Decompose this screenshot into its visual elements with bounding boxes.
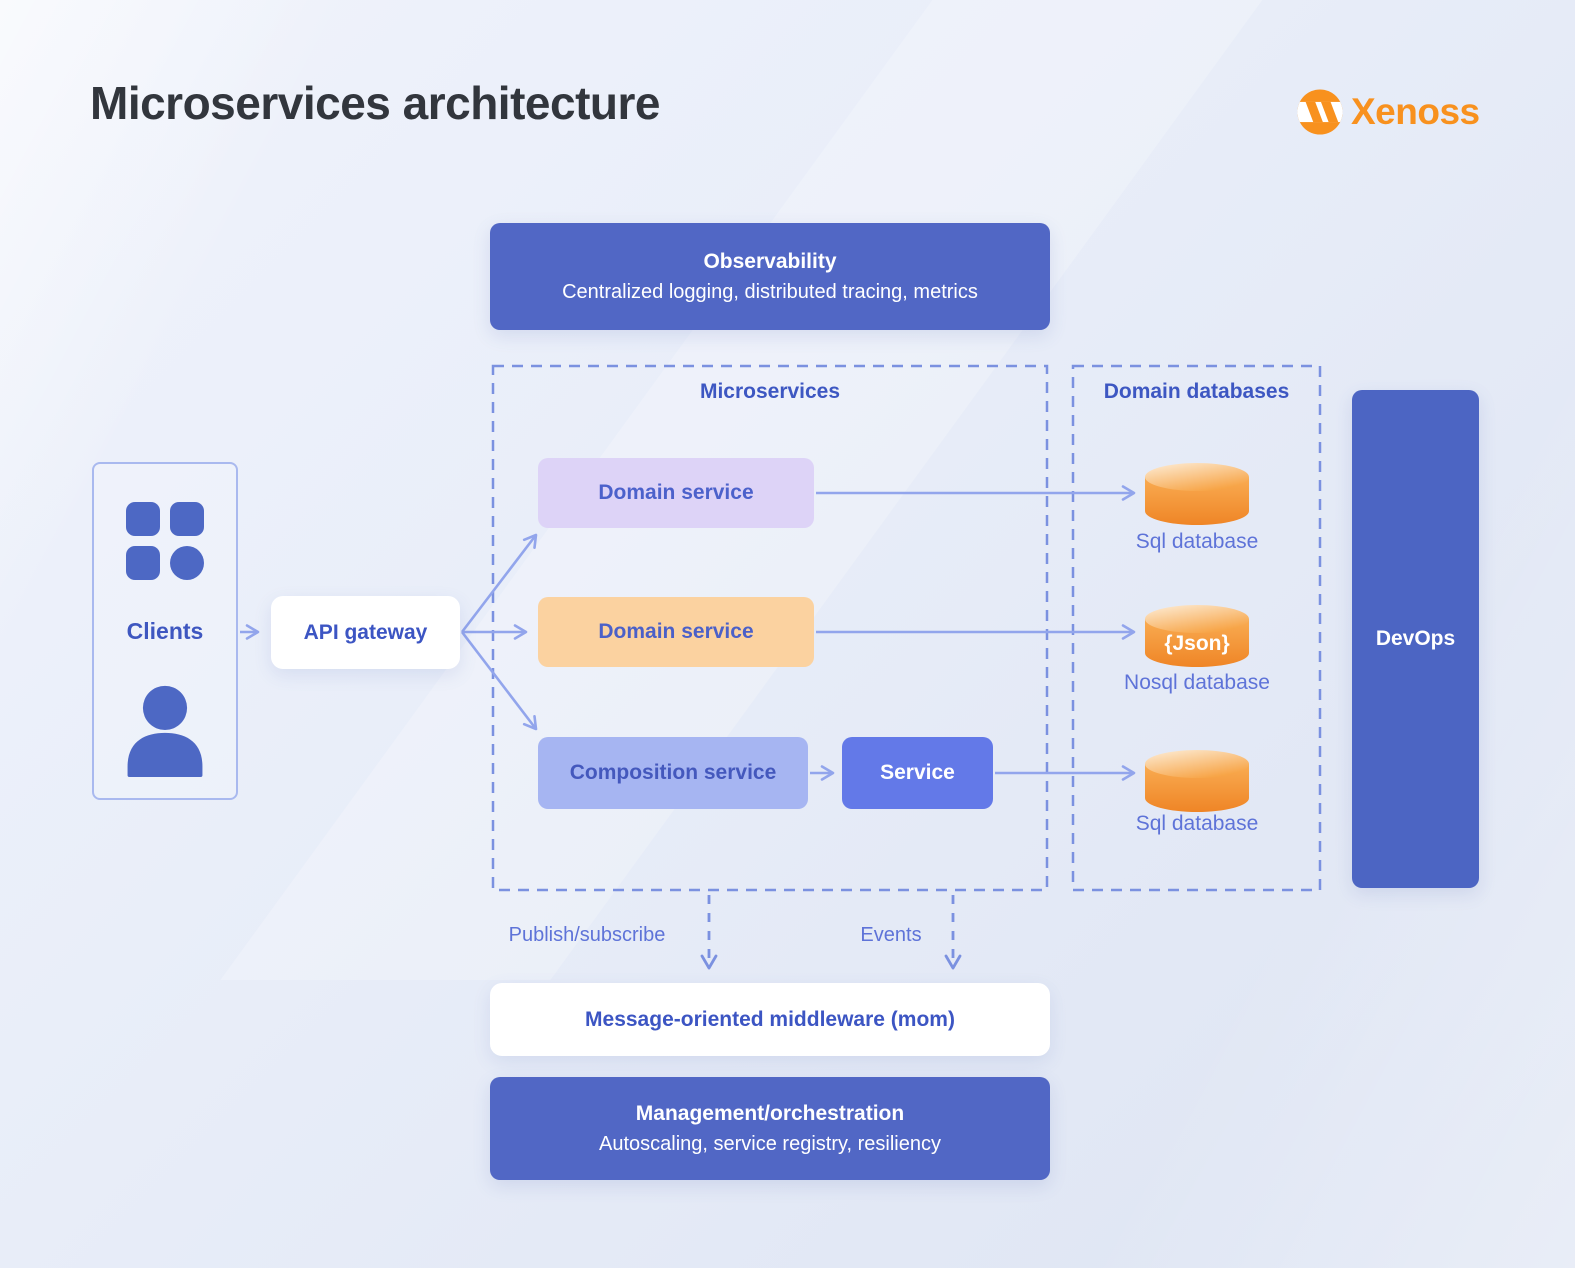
brand-name: Xenoss [1351,91,1480,132]
microservices-group-label: Microservices [699,380,841,403]
sql-database-bottom-icon [1145,750,1249,812]
middleware-label: Message-oriented middleware (mom) [585,1007,955,1031]
sql-database-bottom-label: Sql database [1135,812,1259,835]
clients-label: Clients [126,617,204,644]
brand-logo: Xenoss [1296,88,1480,136]
page-title: Microservices architecture [90,77,660,129]
management-title: Management/orchestration [635,1101,905,1125]
domain-service-mid-node: Domain service [538,597,814,667]
xenoss-logo-icon [1297,89,1343,135]
arrow-gateway-to-composition-service [460,631,538,731]
api-gateway-label: API gateway [303,620,428,644]
nosql-database-label: Nosql database [1124,671,1270,694]
middleware-node: Message-oriented middleware (mom) [490,983,1050,1056]
service-node: Service [842,737,993,809]
devops-panel: DevOps [1352,390,1479,888]
observability-subtitle: Centralized logging, distributed tracing… [562,280,978,303]
observability-title: Observability [703,249,837,273]
composition-service-label: Composition service [569,761,777,784]
domain-service-top-node: Domain service [538,458,814,528]
nosql-database-icon: {Json} [1145,605,1249,667]
arrow-gateway-to-domain-service-top [460,533,538,633]
service-label: Service [880,761,955,784]
api-gateway-node: API gateway [271,596,460,669]
publish-subscribe-label: Publish/subscribe [508,924,666,946]
management-subtitle: Autoscaling, service registry, resilienc… [599,1132,941,1155]
sql-database-top-icon [1145,463,1249,525]
observability-banner: Observability Centralized logging, distr… [490,223,1050,330]
devops-label: DevOps [1375,627,1456,650]
json-badge: {Json} [1164,632,1229,655]
apps-icon [126,502,204,580]
composition-service-node: Composition service [538,737,808,809]
events-label: Events [860,924,922,946]
user-icon [127,685,203,778]
domain-service-top-label: Domain service [598,481,754,504]
clients-panel: Clients [92,462,238,800]
management-banner: Management/orchestration Autoscaling, se… [490,1077,1050,1180]
sql-database-top-label: Sql database [1135,530,1259,553]
domain-service-mid-label: Domain service [598,620,754,643]
domain-databases-group-label: Domain databases [1103,380,1290,403]
